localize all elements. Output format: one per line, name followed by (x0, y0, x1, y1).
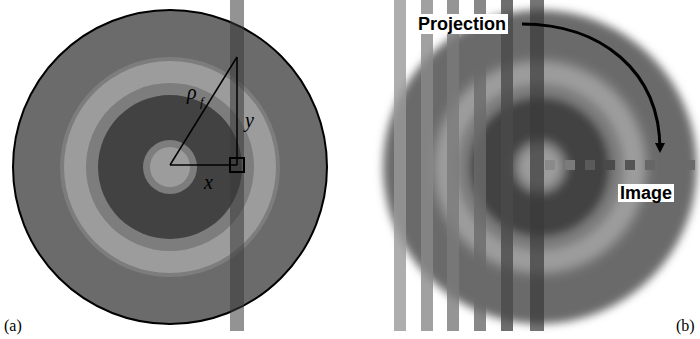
image-pixel (545, 160, 555, 170)
image-pixel (625, 160, 635, 170)
radius-symbol: ρ (187, 82, 197, 102)
image-row (545, 160, 695, 170)
projection-strips (394, 0, 544, 331)
panel-label: (a) (4, 318, 22, 334)
projection-label: Projection (416, 14, 508, 34)
image-pixel (645, 160, 655, 170)
radius-subscript: f (200, 95, 204, 108)
image-pixel (565, 160, 575, 170)
image-pixel (585, 160, 595, 170)
phantom-a (13, 10, 327, 324)
x-label: x (204, 172, 213, 192)
image-label: Image (618, 184, 674, 202)
geometry-lines (170, 57, 244, 172)
y-label: y (245, 110, 254, 130)
image-pixel (605, 160, 615, 170)
panel-label: (b) (676, 318, 695, 334)
image-pixel (685, 160, 695, 170)
image-pixel (665, 160, 675, 170)
projection-arrow (522, 24, 660, 150)
